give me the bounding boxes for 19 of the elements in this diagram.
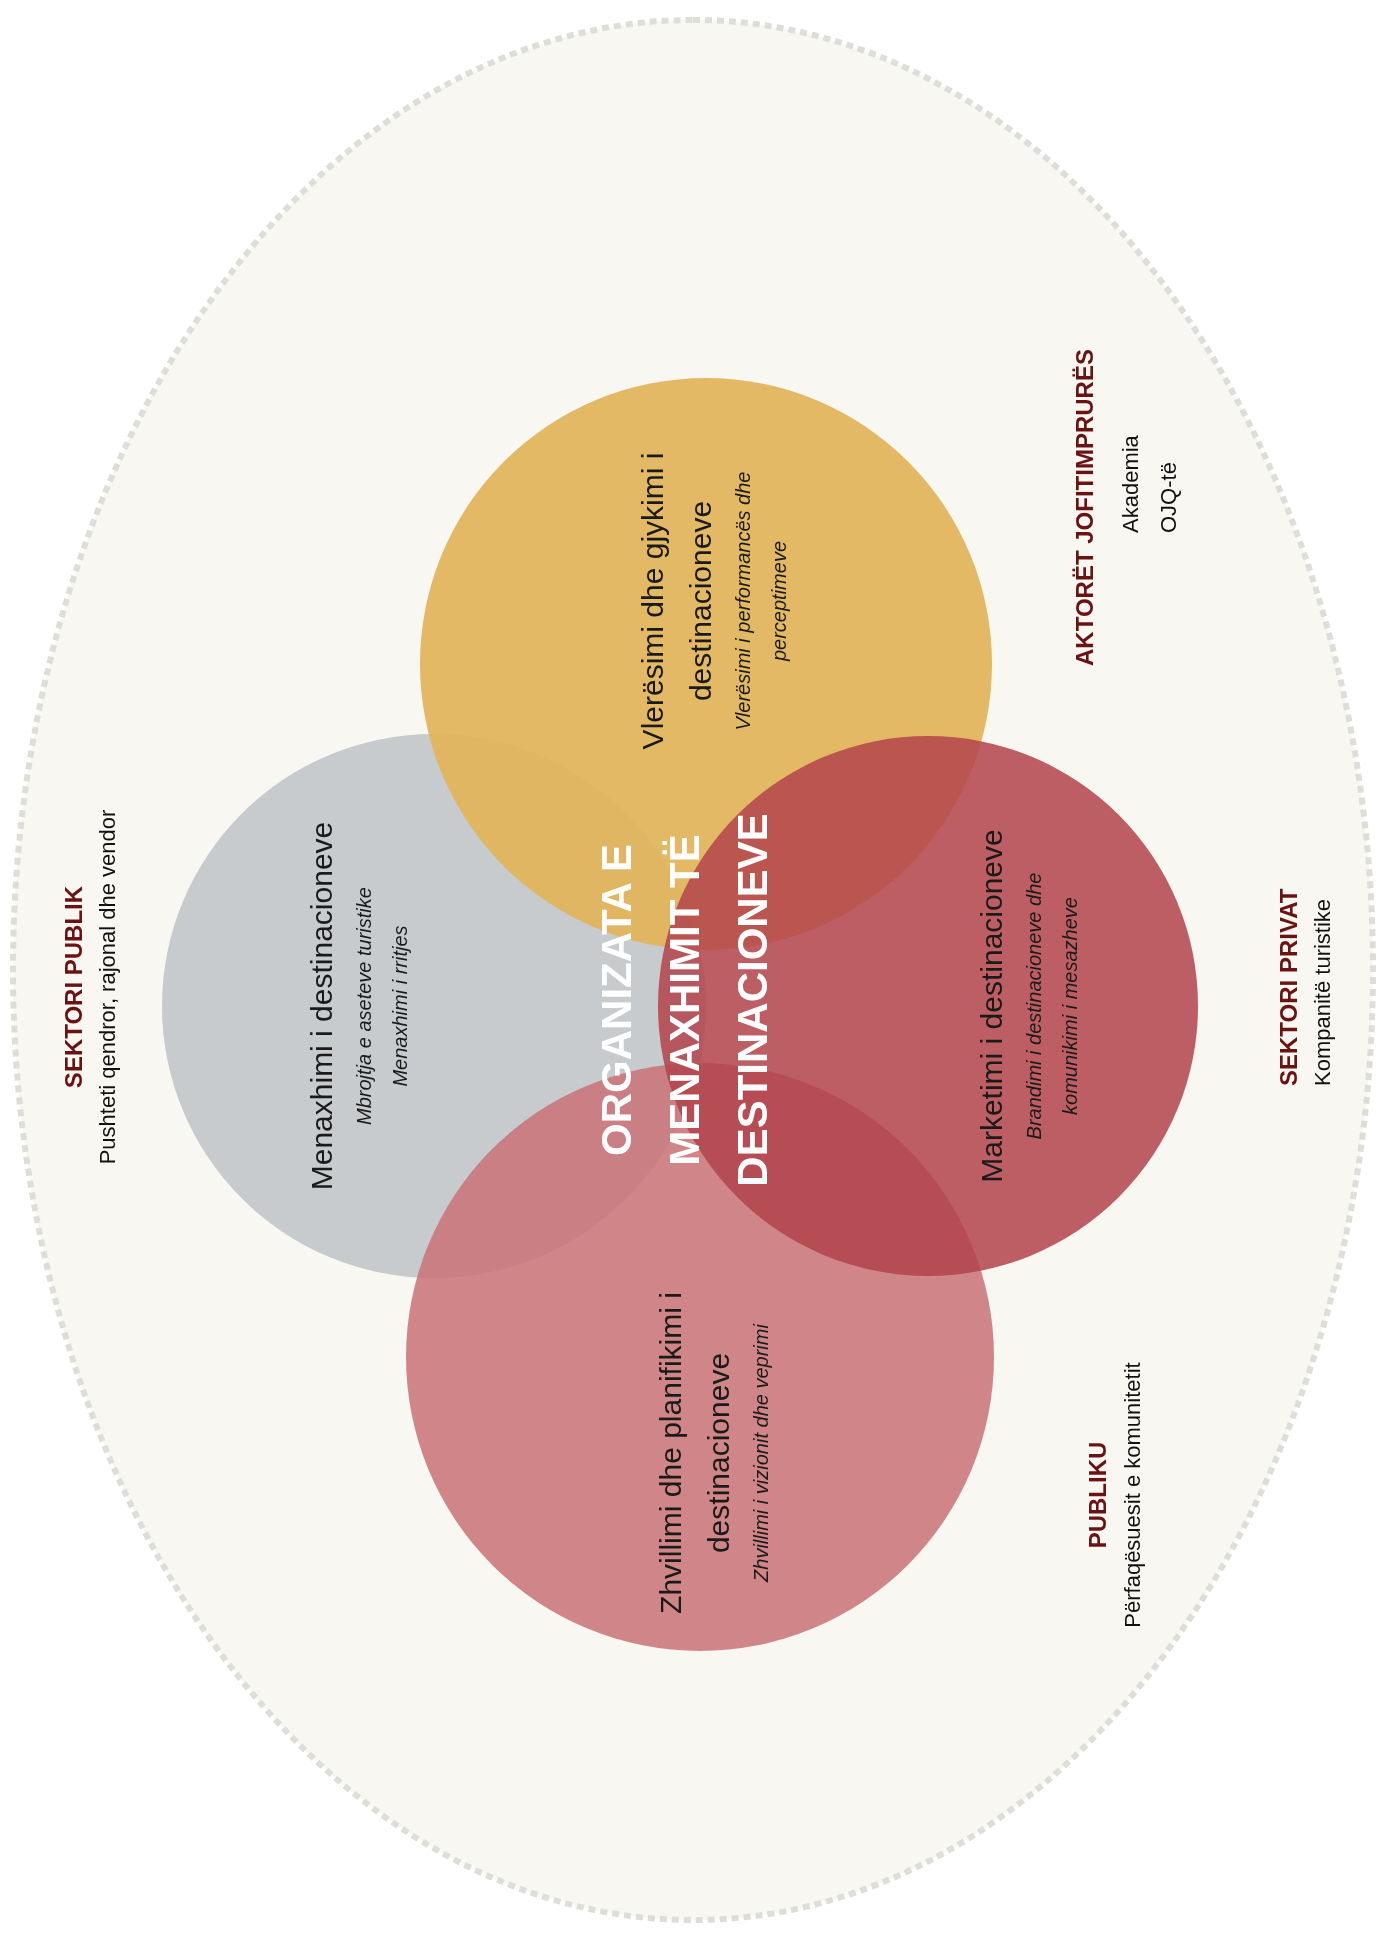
sector-description: Përfaqësuesit e komunitetit (1120, 1362, 1146, 1628)
circle-heading: Menaxhimi i destinacioneve (304, 820, 339, 1193)
circle-subtext: Brandimi i destinacioneve dhe komunikimi i mesazheve (1022, 871, 1082, 1142)
sector-description: OJQ-të (1156, 462, 1182, 533)
circle-subtext: Zhvillimi i vizionit dhe veprimi (749, 1322, 773, 1585)
sector-heading: SEKTORI PRIVAT (1275, 888, 1303, 1086)
circle-heading: Marketimi i destinacioneve (974, 828, 1009, 1185)
sector-description: Kompanitë turistike (1310, 898, 1336, 1086)
sector-description: Pushteti qendror, rajonal dhe vendor (95, 809, 121, 1165)
circle-subtext: Mbrojtja e aseteve turistike (352, 886, 376, 1127)
circle-subtext: Vlerësimi i performancës dhe perceptimeve (731, 470, 791, 733)
sector-heading: PUBLIKU (1084, 1441, 1112, 1549)
center-title: ORGANIZATA E MENAXHIMIT TË DESTINACIONEVE (592, 812, 777, 1189)
sector-heading: AKTORËT JOFITIMPRURËS (1071, 349, 1099, 666)
sector-description: Akademia (1118, 435, 1144, 533)
circle-heading: Vlerësimi dhe gjykimi i destinacioneve (635, 451, 718, 752)
circle-subtext: Menaxhimi i rritjes (388, 924, 412, 1089)
sector-heading: SEKTORI PUBLIK (60, 885, 88, 1089)
circle-heading: Zhvillimi dhe planifikimi i destinacioneve (653, 1291, 736, 1616)
